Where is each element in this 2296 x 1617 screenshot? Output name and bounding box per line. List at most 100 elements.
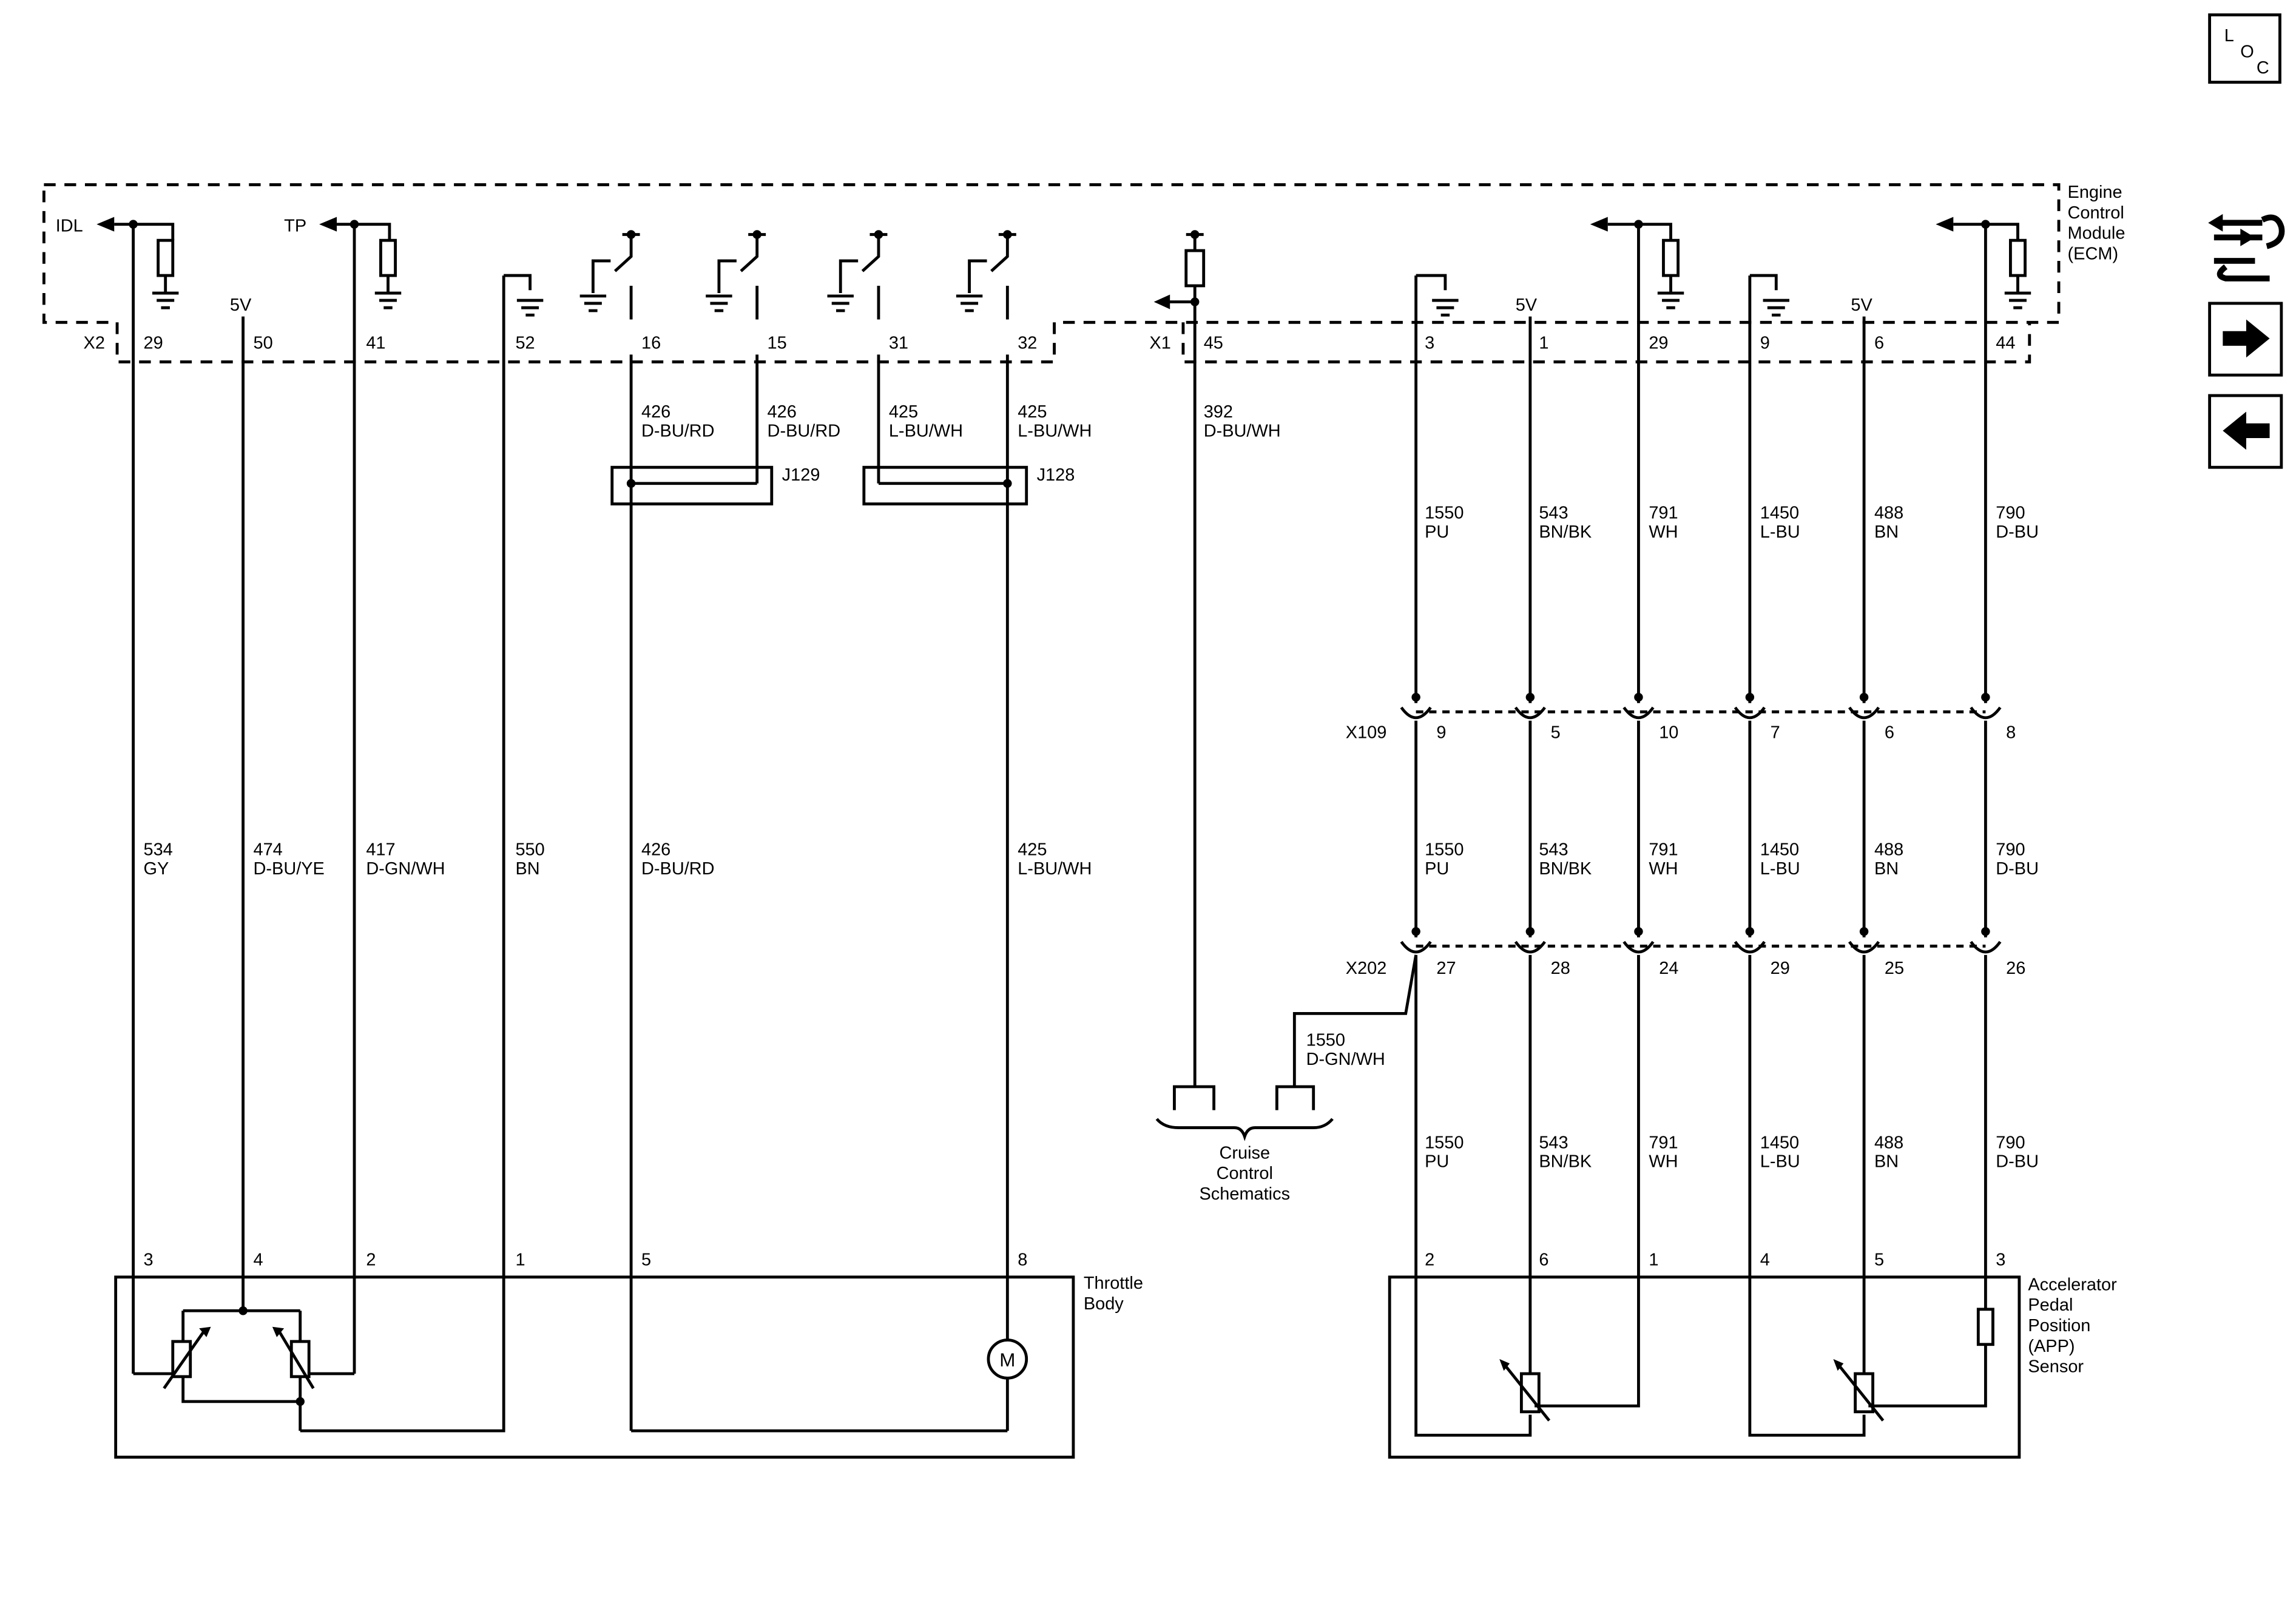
x202-pin: 25 bbox=[1885, 959, 1904, 978]
x109-pin: 10 bbox=[1659, 723, 1678, 743]
ecm-pin: 41 bbox=[366, 334, 385, 353]
app-wire-circuit: 488 bbox=[1874, 840, 1903, 860]
app-wire-circuit: 543 bbox=[1539, 840, 1568, 860]
app-wire-circuit: 1450 bbox=[1760, 504, 1799, 523]
j128-splice-box bbox=[862, 465, 1028, 505]
ecm-pin: 29 bbox=[144, 334, 163, 353]
ecm-pin: 6 bbox=[1874, 334, 1884, 353]
app-wire-circuit: 488 bbox=[1874, 1133, 1903, 1152]
x109-pin: 8 bbox=[2006, 723, 2016, 743]
throttle-wire-circuit: 426 bbox=[641, 840, 670, 860]
x109-label: X109 bbox=[1346, 723, 1387, 743]
cruise-brace bbox=[1155, 1118, 1334, 1141]
throttle-wire-circuit: 425 bbox=[1018, 840, 1047, 860]
ecm-pin: 45 bbox=[1204, 334, 1223, 353]
app-wire-circuit: 1550 bbox=[1425, 1133, 1464, 1152]
app-wire-color: PU bbox=[1425, 859, 1449, 879]
throttle-motor-label: M bbox=[999, 1349, 1015, 1371]
cruise-connectors bbox=[1173, 1085, 1315, 1110]
throttle-body-name-line-2: Body bbox=[1084, 1294, 1124, 1314]
circuit-number: 425 bbox=[889, 402, 918, 422]
circuit-color: D-BU/WH bbox=[1204, 422, 1281, 441]
x202-pin: 27 bbox=[1436, 959, 1456, 978]
app-wire-color: BN/BK bbox=[1539, 859, 1592, 879]
throttle-wire-color: D-BU/YE bbox=[253, 859, 324, 879]
ecm-x1-connector: X1 bbox=[1149, 334, 1170, 353]
arrow-left-icon[interactable] bbox=[2208, 394, 2283, 469]
x109-connector bbox=[1400, 706, 2002, 720]
ecm-switches bbox=[579, 233, 1016, 320]
x109-pin: 7 bbox=[1771, 723, 1780, 743]
cruise-label-line-2: Control bbox=[1217, 1164, 1273, 1183]
app-wire-circuit: 543 bbox=[1539, 504, 1568, 523]
app-wire-circuit: 791 bbox=[1649, 840, 1678, 860]
app-sensor-name-line-5: Sensor bbox=[2028, 1357, 2084, 1377]
app-sensor-pin: 4 bbox=[1760, 1250, 1770, 1269]
app-wire-color: PU bbox=[1425, 522, 1449, 542]
ecm-idl-label: IDL bbox=[56, 217, 83, 236]
app-sensor-name-line-4: (APP) bbox=[2028, 1337, 2075, 1356]
throttle-body-pin: 4 bbox=[253, 1250, 263, 1269]
app-wire-color: BN/BK bbox=[1539, 522, 1592, 542]
x202-connector bbox=[1400, 940, 2002, 954]
circuit-number: 426 bbox=[641, 402, 670, 422]
app-wire-color: WH bbox=[1649, 1152, 1678, 1172]
x109-pin: 5 bbox=[1551, 723, 1561, 743]
ecm-pin: 32 bbox=[1018, 334, 1037, 353]
app-sensor-name-line-2: Pedal bbox=[2028, 1295, 2073, 1315]
throttle-side-wires bbox=[132, 223, 1009, 1433]
app-wire-color: L-BU bbox=[1760, 859, 1800, 879]
cruise-label-line-3: Schematics bbox=[1199, 1184, 1290, 1204]
circuit-number: 425 bbox=[1018, 402, 1047, 422]
throttle-wire-color: D-GN/WH bbox=[366, 859, 445, 879]
app-wire-color: D-BU bbox=[1996, 1152, 2039, 1172]
x202-pin: 28 bbox=[1551, 959, 1570, 978]
throttle-wire-circuit: 550 bbox=[515, 840, 544, 860]
app-wire-color: D-BU bbox=[1996, 522, 2039, 542]
app-wire-color: BN/BK bbox=[1539, 1152, 1592, 1172]
circuit-color: L-BU/WH bbox=[889, 422, 963, 441]
ecm-pin: 52 bbox=[515, 334, 535, 353]
wrench-harness-icon[interactable] bbox=[2208, 202, 2285, 288]
ecm-pin: 44 bbox=[1996, 334, 2015, 353]
x109-pin: 9 bbox=[1436, 723, 1446, 743]
app-wire-circuit: 791 bbox=[1649, 504, 1678, 523]
ecm-pin: 15 bbox=[768, 334, 787, 353]
throttle-body-pin: 2 bbox=[366, 1250, 376, 1269]
ecm-5v-label-throttle: 5V bbox=[230, 295, 252, 315]
ecm-pin: 3 bbox=[1425, 334, 1434, 353]
throttle-wire-color: BN bbox=[515, 859, 539, 879]
loc-box bbox=[2208, 13, 2281, 84]
app-sensor-box bbox=[1388, 1275, 2021, 1459]
ecm-pin: 50 bbox=[253, 334, 272, 353]
arrow-right-icon[interactable] bbox=[2208, 302, 2283, 377]
ecm-name-line-4: (ECM) bbox=[2068, 245, 2119, 264]
ecm-5v-label-app1: 5V bbox=[1516, 295, 1538, 315]
ecm-name-line-2: Control bbox=[2068, 203, 2124, 223]
app-wire-color: BN bbox=[1874, 1152, 1899, 1172]
throttle-motor-symbol bbox=[987, 1338, 1028, 1380]
throttle-body-box bbox=[114, 1275, 1075, 1459]
x202-pin: 29 bbox=[1771, 959, 1790, 978]
ecm-pin: 1 bbox=[1539, 334, 1548, 353]
app-wire-circuit: 1550 bbox=[1425, 504, 1464, 523]
x202-pin: 26 bbox=[2006, 959, 2025, 978]
throttle-wire-color: L-BU/WH bbox=[1018, 859, 1092, 879]
app-wire-circuit: 791 bbox=[1649, 1133, 1678, 1152]
app-sensor-pin: 1 bbox=[1649, 1250, 1658, 1269]
throttle-body-internals bbox=[133, 1309, 355, 1431]
throttle-wire-color: D-BU/RD bbox=[641, 859, 715, 879]
ecm-name-line-1: Engine bbox=[2068, 183, 2122, 202]
app-wire-circuit: 790 bbox=[1996, 504, 2025, 523]
throttle-wire-circuit: 534 bbox=[144, 840, 173, 860]
app-wire-color: BN bbox=[1874, 522, 1899, 542]
app-wire-circuit: 1550 bbox=[1425, 840, 1464, 860]
app-wire-color: WH bbox=[1649, 522, 1678, 542]
app-wire-circuit: 790 bbox=[1996, 1133, 2025, 1152]
app-wire-color: BN bbox=[1874, 859, 1899, 879]
circuit-number: 426 bbox=[768, 402, 797, 422]
ecm-pin45-circuit bbox=[1163, 233, 1206, 1087]
x109-pin: 6 bbox=[1885, 723, 1894, 743]
ecm-pin: 16 bbox=[641, 334, 661, 353]
